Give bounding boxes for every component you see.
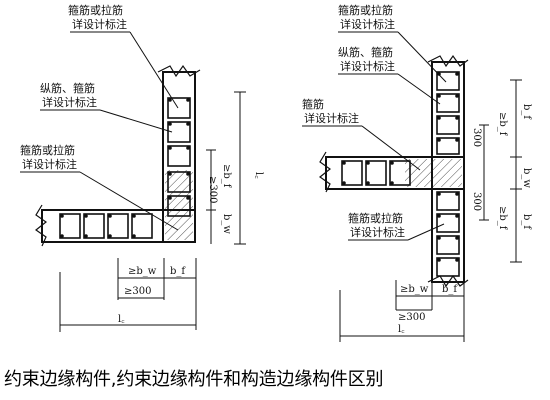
label-line: 详设计标注 xyxy=(22,157,77,171)
label-line: 详设计标注 xyxy=(72,17,127,31)
left-label-rebar: 纵筋、箍筋 详设计标注 xyxy=(40,81,173,133)
label-line: 详设计标注 xyxy=(350,225,405,239)
left-break-top xyxy=(157,64,201,78)
right-label-stirrup-top: 箍筋或拉筋 详设计标注 xyxy=(338,3,447,83)
right-vertical-stirrups xyxy=(436,71,460,277)
left-horizontal-dims xyxy=(59,258,197,332)
label-line: 详设计标注 xyxy=(340,59,395,73)
left-label-stirrup-mid: 箍筋或拉筋 详设计标注 xyxy=(20,143,179,231)
right-detail: 箍筋或拉筋 详设计标注 纵筋、箍筋 详设计标注 箍筋 详设计标注 箍筋或拉筋 详… xyxy=(302,3,532,342)
left-corner-hatch xyxy=(165,170,193,240)
right-break-left xyxy=(318,151,332,193)
left-vertical-dims xyxy=(206,91,246,245)
label-line: 箍筋或拉筋 xyxy=(338,3,393,17)
right-break-top xyxy=(427,54,469,68)
figure-caption: 约束边缘构件,约束边缘构件和构造边缘构件区别 xyxy=(4,369,384,390)
label-line: 箍筋 xyxy=(302,97,324,111)
dim-vertical-bf: ≥b_f xyxy=(221,164,232,189)
dim-lc: l꜀ xyxy=(398,324,405,335)
right-label-stirrup-mid: 箍筋 详设计标注 xyxy=(302,97,421,171)
right-horizontal-stirrups xyxy=(341,160,411,186)
dim-right-bot: b_f xyxy=(521,214,532,230)
right-vertical-dims xyxy=(479,79,522,263)
dim-bf: b_f xyxy=(442,284,458,295)
label-line: 详设计标注 xyxy=(340,17,395,31)
right-label-rebar: 纵筋、箍筋 详设计标注 xyxy=(338,45,441,105)
left-label-stirrup-top: 箍筋或拉筋 详设计标注 xyxy=(68,3,179,109)
left-rebar-dots xyxy=(60,98,190,238)
label-line: 箍筋或拉筋 xyxy=(68,3,123,17)
dim-300-b: 300 xyxy=(471,192,482,211)
dim-300-a: 300 xyxy=(471,128,482,147)
left-horizontal-wall xyxy=(41,209,196,243)
label-line: 箍筋或拉筋 xyxy=(348,211,403,225)
left-detail: 箍筋或拉筋 详设计标注 纵筋、箍筋 详设计标注 箍筋或拉筋 详设计标注 l꜀ xyxy=(20,3,264,332)
dim-300: ≥300 xyxy=(124,286,151,297)
right-label-stirrup-bottom: 箍筋或拉筋 详设计标注 xyxy=(348,211,445,241)
label-line: 纵筋、箍筋 xyxy=(338,45,393,59)
label-line: 纵筋、箍筋 xyxy=(40,81,95,95)
dim-lc: l꜀ xyxy=(118,314,125,325)
right-rebar-dots xyxy=(342,72,459,262)
label-line: 详设计标注 xyxy=(42,95,97,109)
dim-vertical-300: ≥300 xyxy=(207,176,218,203)
dim-bf-bw: ≥b_w xyxy=(400,284,429,295)
label-line: 箍筋或拉筋 xyxy=(20,143,75,157)
dim-bf-bw: ≥b_w xyxy=(128,266,157,277)
dim-vertical-lc: l꜀ xyxy=(253,172,264,179)
dim-vertical-bw: b_w xyxy=(221,214,232,234)
dim-right-mid: b_w xyxy=(521,168,532,188)
right-junction-hatch xyxy=(405,159,462,187)
right-bottom-dims xyxy=(339,280,465,342)
dim-right-top: b_f xyxy=(521,104,532,120)
dim-right-top2: ≥b_f xyxy=(497,112,508,137)
dim-300: ≥300 xyxy=(398,312,425,323)
dim-right-bot2: ≥b_f xyxy=(497,206,508,231)
dim-bf: b_f xyxy=(170,266,186,277)
right-break-bottom xyxy=(427,274,469,288)
left-vertical-stirrups xyxy=(167,97,191,217)
label-line: 详设计标注 xyxy=(304,111,359,125)
left-horizontal-stirrups xyxy=(59,213,153,239)
left-break-left xyxy=(34,204,48,247)
right-horizontal-wall xyxy=(325,156,465,190)
